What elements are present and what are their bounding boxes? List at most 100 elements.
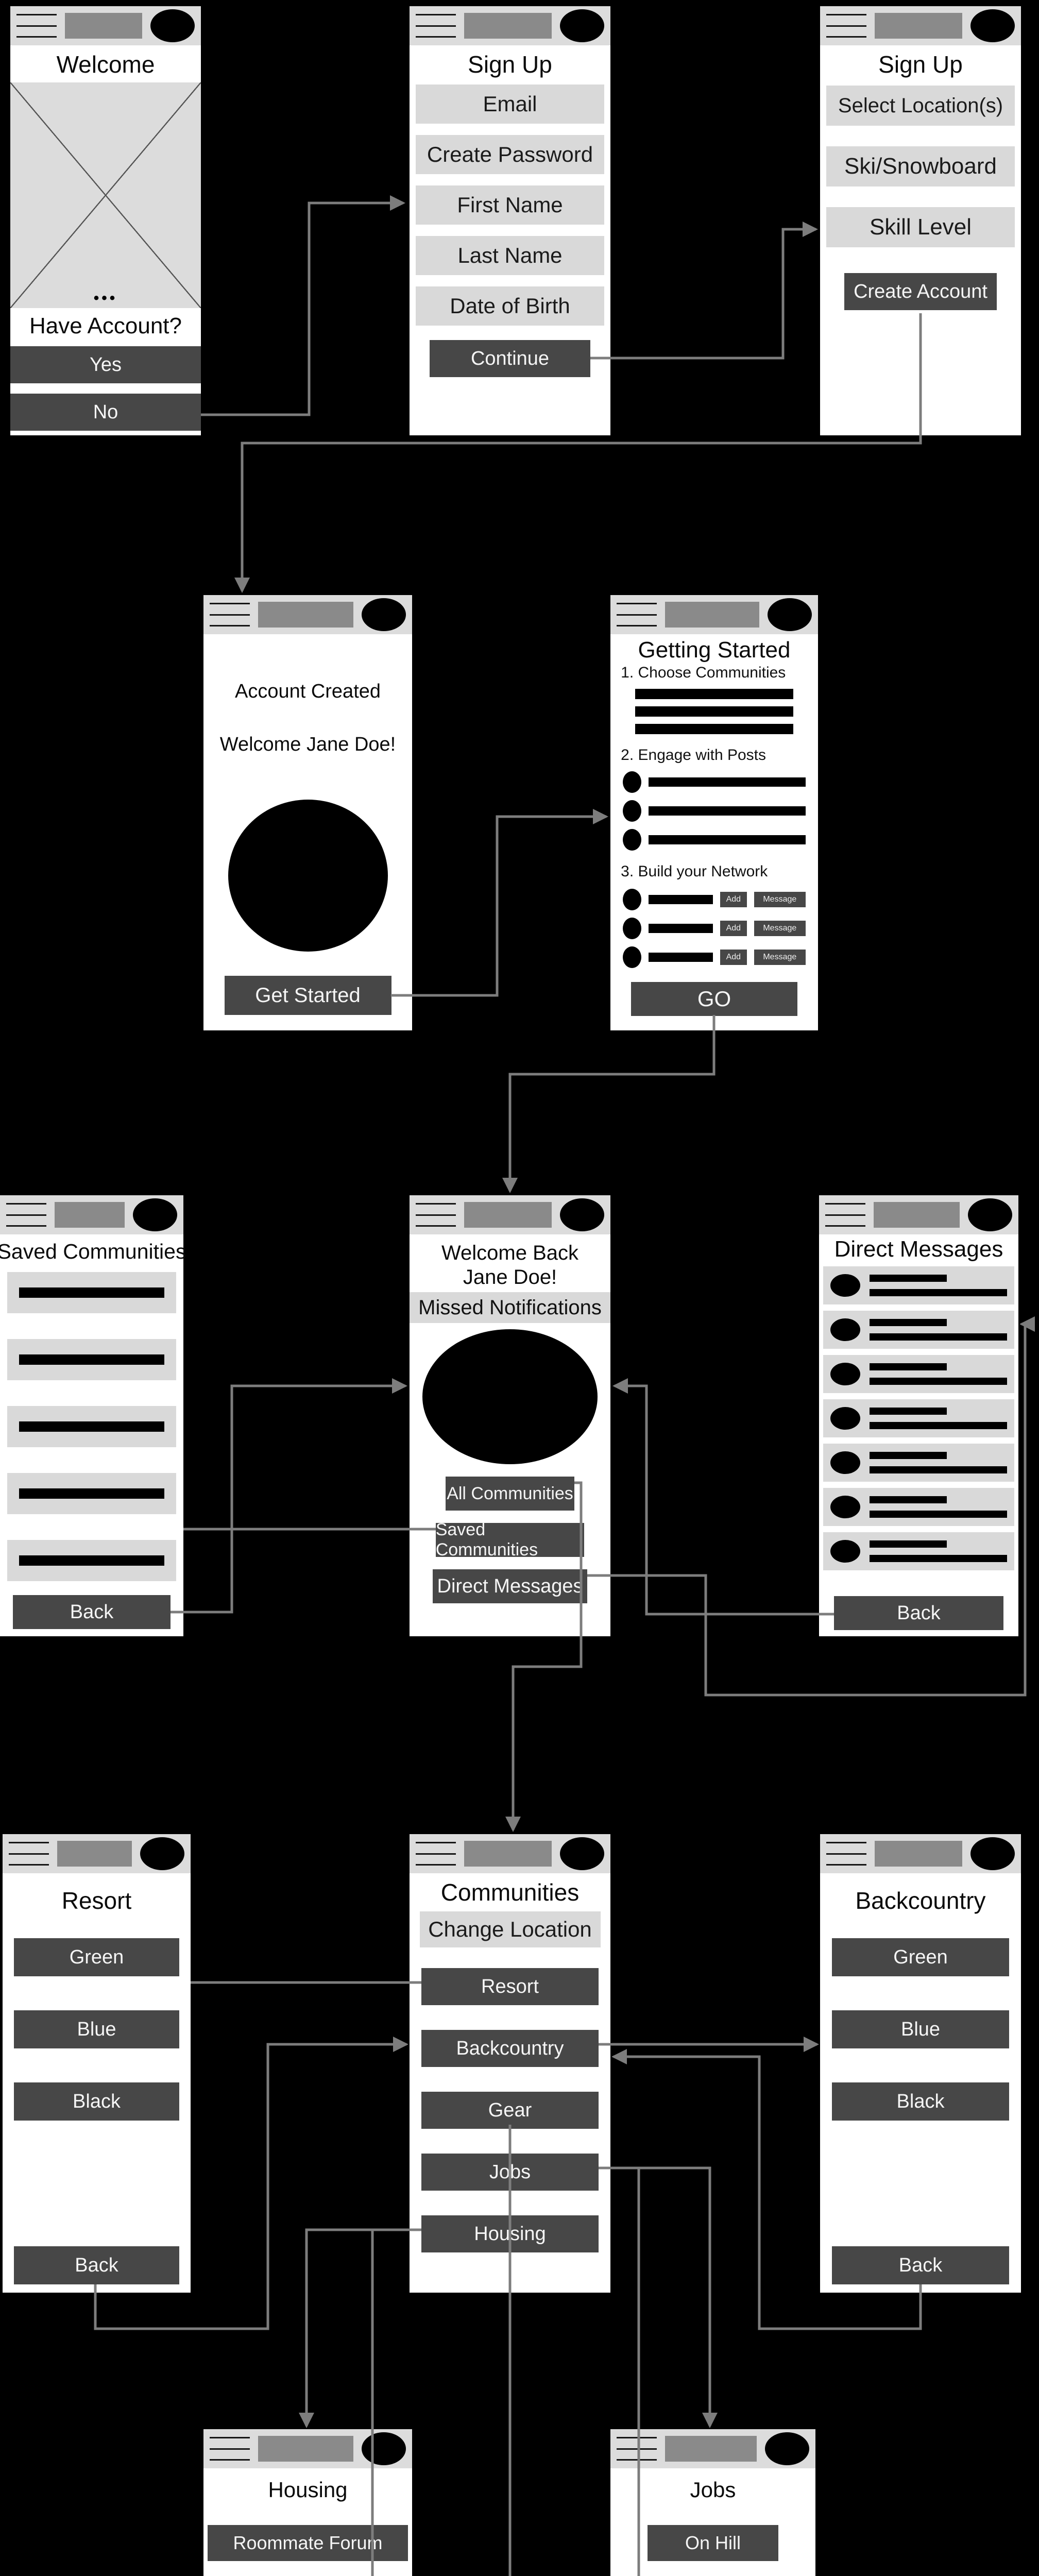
step-3-label: 3. Build your Network (621, 863, 768, 880)
menu-icon[interactable] (416, 1840, 456, 1867)
blue-button[interactable]: Blue (832, 2010, 1009, 2048)
back-button[interactable]: Back (12, 1595, 171, 1629)
address-bar (464, 13, 552, 39)
all-communities-button[interactable]: All Communities (446, 1477, 574, 1511)
black-button[interactable]: Black (13, 2082, 180, 2121)
community-row[interactable] (7, 1272, 176, 1313)
post-bar (649, 835, 806, 844)
address-bar (875, 13, 962, 39)
menu-icon[interactable] (825, 1201, 865, 1228)
menu-icon[interactable] (16, 12, 57, 39)
address-bar (258, 602, 353, 628)
message-button[interactable]: Message (754, 892, 806, 907)
image-placeholder: ••• (10, 82, 201, 308)
last-name-field[interactable]: Last Name (415, 236, 605, 275)
address-bar (55, 1202, 125, 1228)
get-started-button[interactable]: Get Started (224, 976, 391, 1015)
user-bar (649, 924, 713, 933)
add-button[interactable]: Add (720, 892, 747, 907)
menu-icon[interactable] (6, 1201, 46, 1228)
status-dot-icon (768, 598, 812, 631)
on-hill-button[interactable]: On Hill (647, 2525, 779, 2561)
continue-button[interactable]: Continue (430, 340, 590, 377)
menu-icon[interactable] (617, 601, 657, 628)
message-row[interactable] (823, 1444, 1015, 1482)
message-row[interactable] (823, 1355, 1015, 1393)
connector-continue-to-signup2 (590, 222, 819, 360)
page-title: Resort (61, 1887, 132, 1914)
avatar-icon (623, 918, 642, 939)
phone-header (0, 1195, 183, 1234)
housing-button[interactable]: Housing (421, 2215, 599, 2252)
blue-button[interactable]: Blue (13, 2010, 180, 2048)
skill-level-field[interactable]: Skill Level (826, 207, 1015, 247)
message-row[interactable] (823, 1532, 1015, 1570)
message-row[interactable] (823, 1266, 1015, 1304)
direct-messages-button[interactable]: Direct Messages (432, 1569, 588, 1603)
menu-icon[interactable] (210, 601, 250, 628)
community-row[interactable] (7, 1540, 176, 1581)
no-button[interactable]: No (10, 394, 201, 431)
page-title: Jobs (690, 2478, 736, 2502)
roommate-forum-button[interactable]: Roommate Forum (208, 2525, 408, 2561)
avatar-icon (830, 1363, 860, 1385)
page-title: Direct Messages (834, 1236, 1003, 1262)
menu-icon[interactable] (416, 1201, 456, 1228)
backcountry-button[interactable]: Backcountry (421, 2030, 599, 2067)
email-field[interactable]: Email (415, 84, 605, 124)
saved-communities-button[interactable]: Saved Communities (435, 1520, 585, 1560)
avatar-icon (830, 1496, 860, 1518)
message-row[interactable] (823, 1311, 1015, 1349)
community-bar (635, 706, 793, 717)
menu-icon[interactable] (9, 1840, 49, 1867)
add-button[interactable]: Add (720, 921, 747, 936)
green-button[interactable]: Green (832, 1938, 1009, 1976)
screen-communities: Communities Change Location Resort Backc… (410, 1834, 610, 2293)
menu-icon[interactable] (826, 1840, 866, 1867)
back-button[interactable]: Back (834, 1596, 1003, 1630)
page-title: Getting Started (638, 637, 791, 663)
menu-icon[interactable] (416, 12, 456, 39)
message-button[interactable]: Message (754, 921, 806, 936)
back-button[interactable]: Back (13, 2246, 180, 2284)
connector-communities-to-jobs (599, 2166, 718, 2429)
carousel-dots: ••• (93, 290, 118, 307)
menu-icon[interactable] (210, 2435, 250, 2462)
resort-button[interactable]: Resort (421, 1968, 599, 2005)
welcome-user-label: Welcome Jane Doe! (219, 734, 396, 755)
user-bar (649, 953, 713, 962)
jobs-button[interactable]: Jobs (421, 2154, 599, 2191)
go-button[interactable]: GO (631, 982, 797, 1016)
avatar-icon (830, 1274, 860, 1297)
black-button[interactable]: Black (832, 2082, 1009, 2121)
missed-notifications-banner[interactable]: Missed Notifications (410, 1292, 610, 1323)
avatar-icon (830, 1407, 860, 1430)
status-dot-icon (140, 1837, 184, 1870)
back-button[interactable]: Back (832, 2246, 1009, 2284)
yes-button[interactable]: Yes (10, 346, 201, 383)
message-row[interactable] (823, 1399, 1015, 1437)
screen-resort: Resort Green Blue Black Back (3, 1834, 191, 2293)
community-row[interactable] (7, 1406, 176, 1447)
gear-button[interactable]: Gear (421, 2092, 599, 2129)
message-button[interactable]: Message (754, 950, 806, 965)
address-bar (665, 602, 759, 628)
add-button[interactable]: Add (720, 950, 747, 965)
menu-icon[interactable] (826, 12, 866, 39)
create-account-button[interactable]: Create Account (844, 273, 997, 310)
menu-icon[interactable] (617, 2435, 657, 2462)
message-row[interactable] (823, 1488, 1015, 1526)
date-of-birth-field[interactable]: Date of Birth (415, 286, 605, 326)
ski-snowboard-field[interactable]: Ski/Snowboard (826, 146, 1015, 187)
community-row[interactable] (7, 1473, 176, 1514)
change-location-button[interactable]: Change Location (419, 1911, 601, 1947)
first-name-field[interactable]: First Name (415, 185, 605, 225)
phone-header (610, 2429, 815, 2468)
select-locations-field[interactable]: Select Location(s) (826, 86, 1015, 126)
community-row[interactable] (7, 1339, 176, 1380)
connector-no-to-signup (201, 195, 406, 416)
screen-welcome: Welcome ••• Have Account? Yes No (10, 6, 201, 435)
create-password-field[interactable]: Create Password (415, 135, 605, 174)
green-button[interactable]: Green (13, 1938, 180, 1976)
